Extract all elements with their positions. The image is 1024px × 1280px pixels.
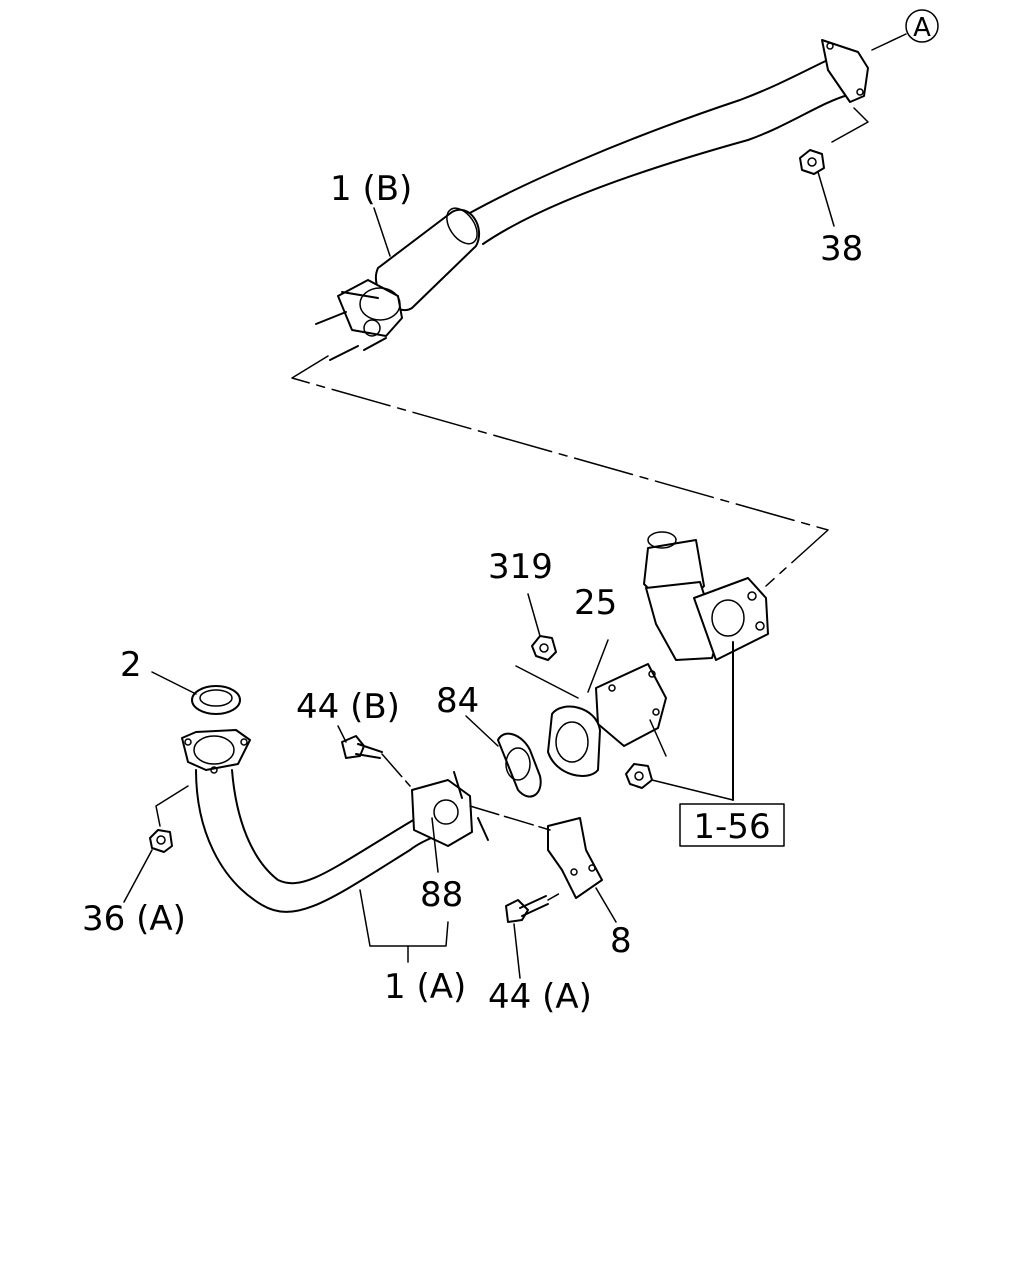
- leader-88: [431, 817, 439, 873]
- callout-1b: 1 (B): [330, 169, 412, 209]
- nut-36a: [123, 785, 189, 903]
- callout-44a: 44 (A): [488, 977, 592, 1017]
- nut-319: [527, 593, 557, 661]
- callout-36a: 36 (A): [82, 899, 186, 939]
- flange-pipe-25: [515, 639, 667, 777]
- reference-letter: A: [913, 13, 931, 43]
- callout-8: 8: [610, 921, 632, 961]
- callout-38: 38: [820, 229, 863, 269]
- callout-88: 88: [420, 875, 463, 915]
- callout-1-56: 1-56: [693, 807, 770, 847]
- bolt-44b: [337, 725, 411, 787]
- callout-box-1-56: [679, 803, 785, 847]
- callout-25: 25: [574, 583, 617, 623]
- bolt-44a: [505, 891, 563, 979]
- callout-84: 84: [436, 681, 479, 721]
- assembly-1-56: [643, 531, 769, 801]
- alignment-line: [291, 355, 829, 587]
- callout-319: 319: [488, 547, 553, 587]
- gasket-84: [465, 715, 542, 798]
- callout-1a: 1 (A): [384, 967, 466, 1007]
- front-pipe-1b: [315, 39, 869, 361]
- leader-ref-a: [871, 33, 907, 51]
- nut-38: [799, 149, 835, 227]
- leader-1b: [373, 207, 391, 257]
- front-pipe-1a: [181, 729, 489, 913]
- reference-circle: [905, 9, 939, 43]
- gasket-ring-2: [151, 671, 241, 715]
- callout-2: 2: [120, 645, 142, 685]
- callout-44b: 44 (B): [296, 687, 400, 727]
- nut-1-56: [625, 763, 734, 801]
- bracket-8: [469, 805, 617, 923]
